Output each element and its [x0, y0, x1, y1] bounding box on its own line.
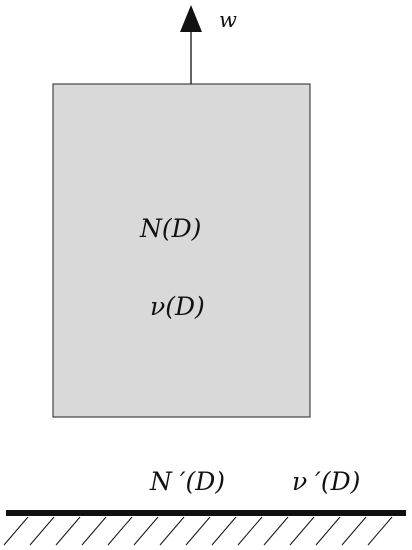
velocity-label: w: [219, 8, 237, 32]
velocity-arrow-head: [180, 5, 202, 32]
hatch-line: [263, 516, 289, 546]
block-label-nu: ν(D): [150, 292, 205, 321]
ground-hatching: [3, 516, 393, 546]
hatch-line: [29, 516, 55, 546]
surface-label-nu: ν ′(D): [292, 467, 360, 496]
hatch-line: [133, 516, 159, 546]
hatch-line: [81, 516, 107, 546]
hatch-line: [237, 516, 263, 546]
hatch-line: [315, 516, 341, 546]
particle-block: [52, 83, 311, 418]
hatch-line: [3, 516, 29, 546]
hatch-line: [55, 516, 81, 546]
hatch-line: [185, 516, 211, 546]
block-label-n: N(D): [139, 214, 201, 243]
hatch-line: [289, 516, 315, 546]
hatch-line: [341, 516, 367, 546]
hatch-line: [367, 516, 393, 546]
surface-label-n: N ′(D): [149, 467, 225, 496]
hatch-line: [159, 516, 185, 546]
hatch-line: [211, 516, 237, 546]
hatch-line: [107, 516, 133, 546]
